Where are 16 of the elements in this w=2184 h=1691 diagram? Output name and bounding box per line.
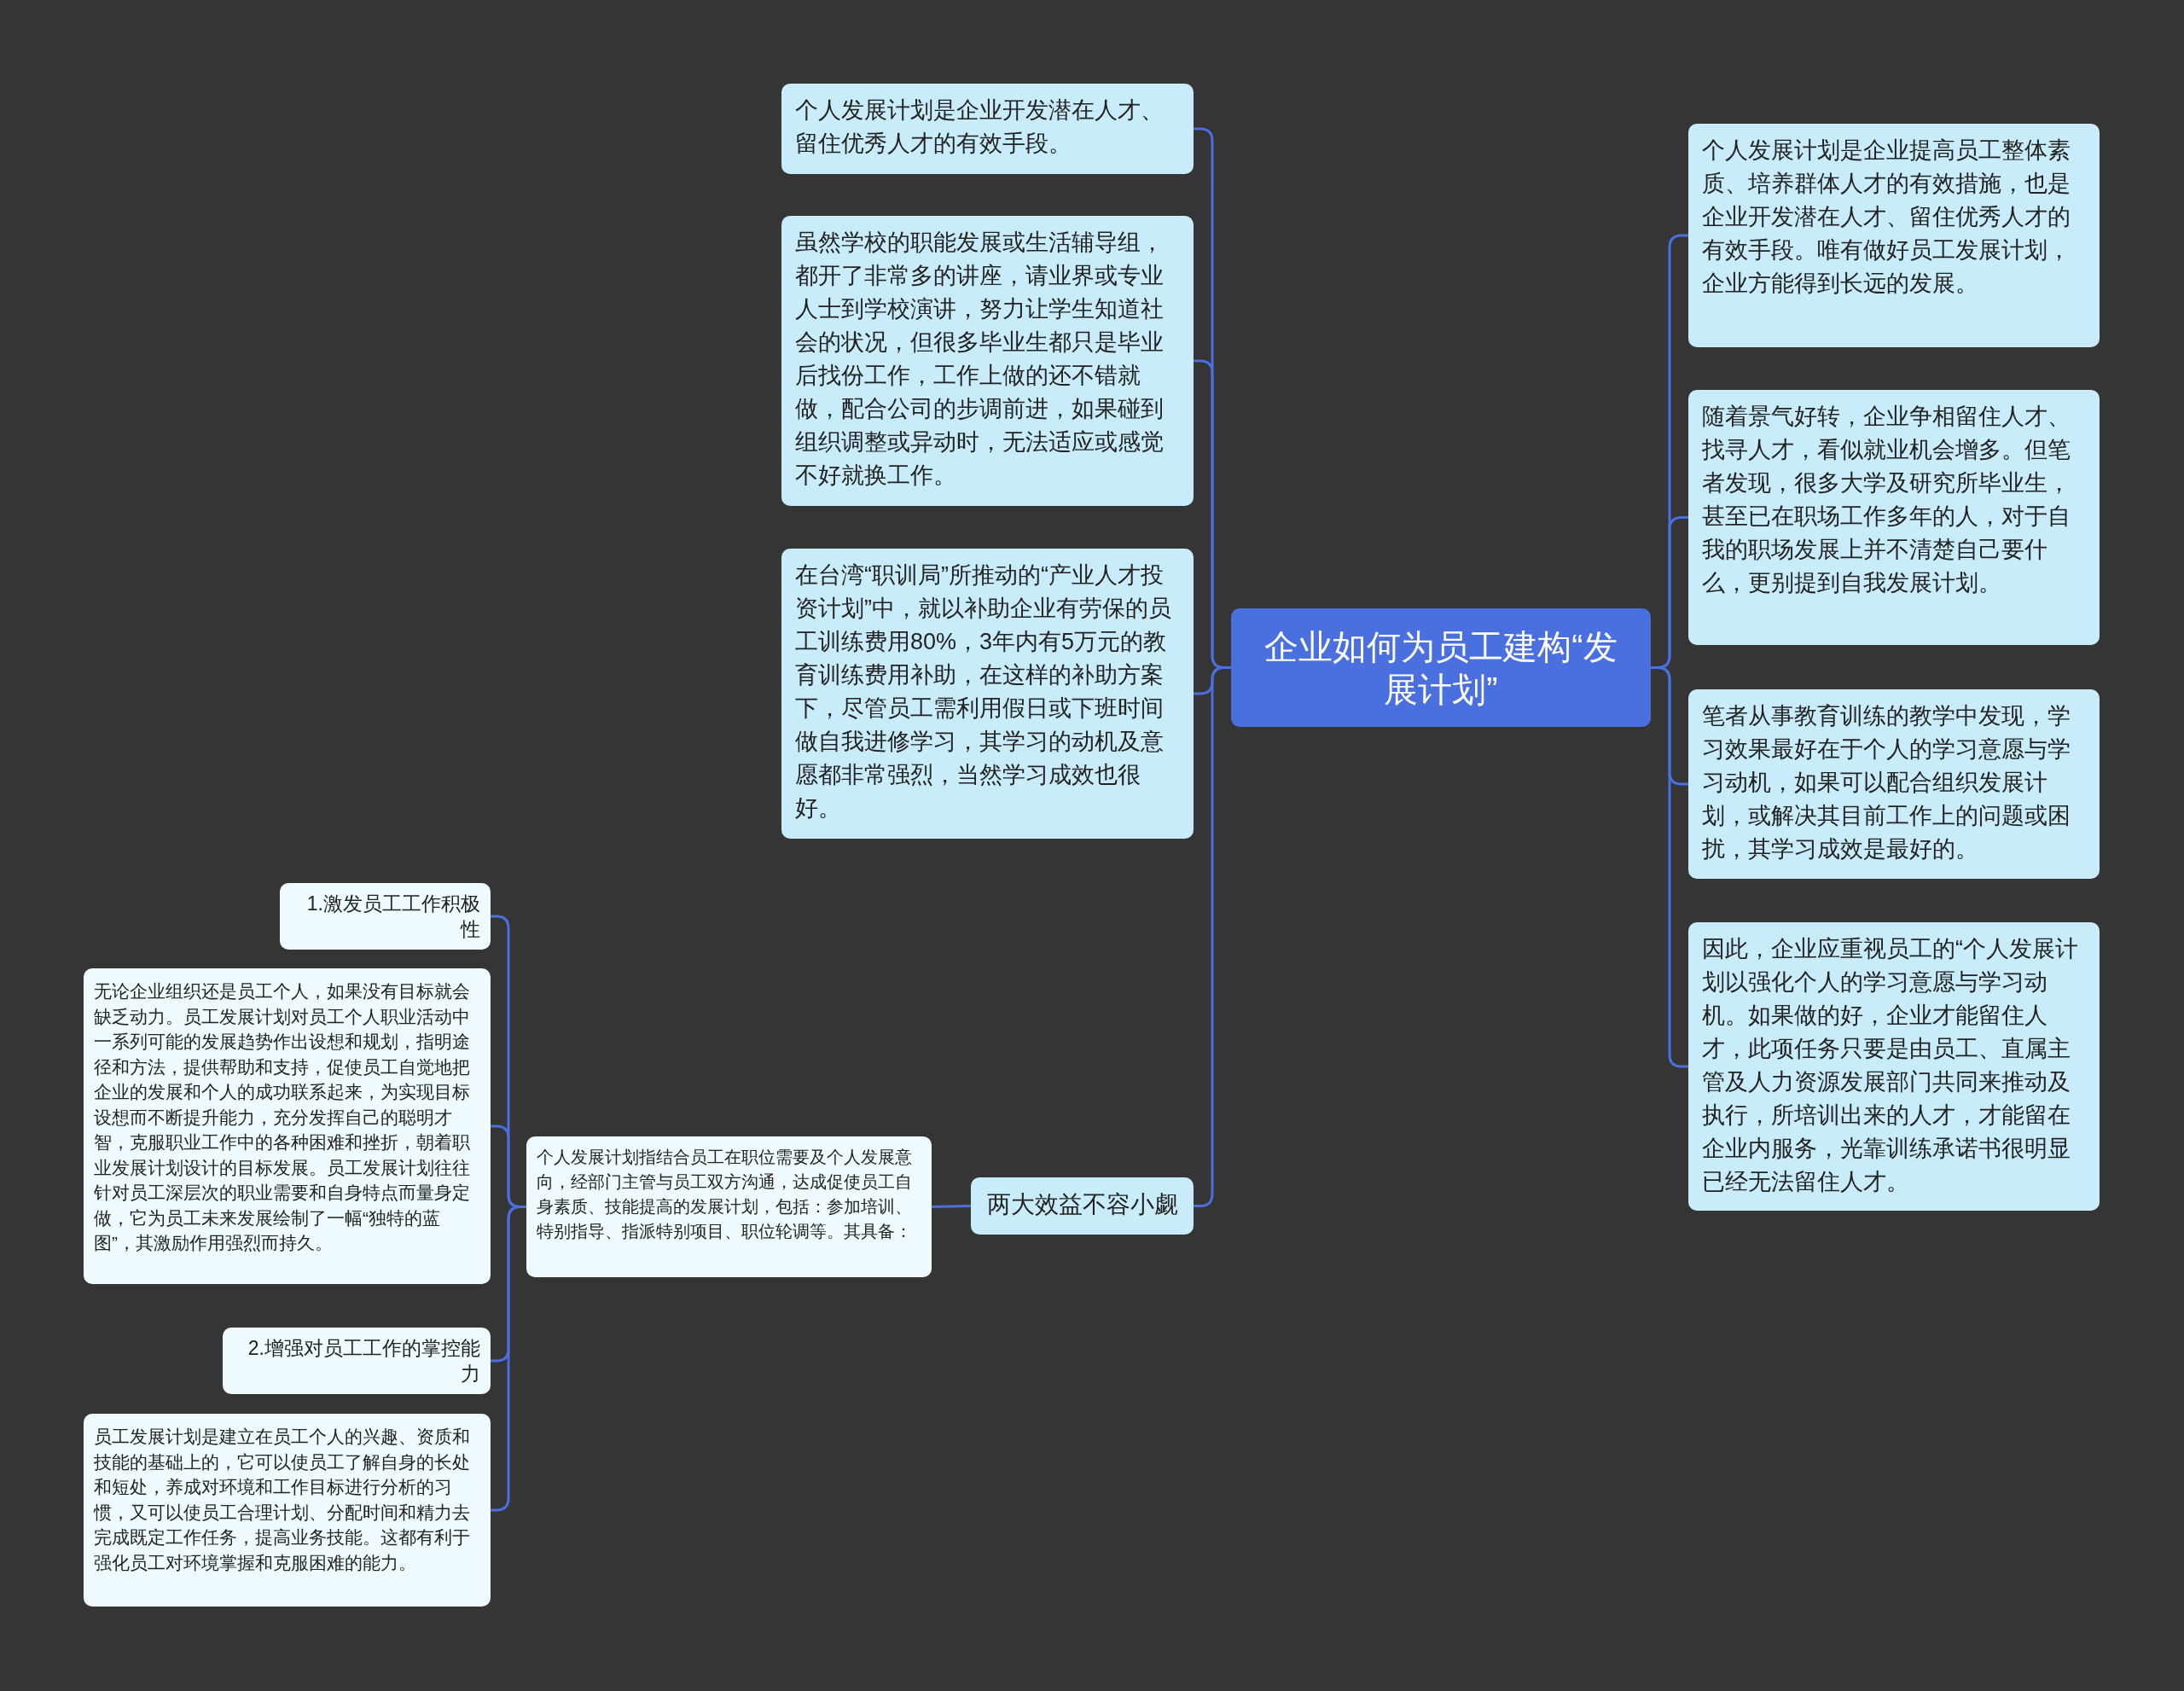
subtopic-box: 两大效益不容小觑 — [971, 1177, 1194, 1235]
topic-box: 在台湾“职训局”所推动的“产业人才投资计划”中，就以补助企业有劳保的员工训练费用80%，3年内有5万元的教育训练费用补助，在这样的补助方案下，尽管员工需利用假日或下班时间做自我进修学习，其学习的动机及意愿都非常强烈，当然学习成效也很好。 — [781, 549, 1194, 839]
topic-box: 个人发展计划指结合员工在职位需要及个人发展意向，经部门主管与员工双方沟通，达成促使员工自身素质、技能提高的发展计划，包括：参加培训、特别指导、指派特别项目、职位轮调等。其具备： — [526, 1136, 932, 1277]
subtopic-box: 1.激发员工工作积极性 — [280, 883, 491, 950]
topic-box: 员工发展计划是建立在员工个人的兴趣、资质和技能的基础上的，它可以使员工了解自身的长处和短处，养成对环境和工作目标进行分析的习惯，又可以使员工合理计划、分配时间和精力去完成既定工作任务，提高业务技能。这都有利于强化员工对环境掌握和克服困难的能力。 — [84, 1414, 491, 1607]
connector-line — [1651, 666, 1688, 1068]
topic-box: 个人发展计划是企业提高员工整体素质、培养群体人才的有效措施，也是企业开发潜在人才、留住优秀人才的有效手段。唯有做好员工发展计划，企业方能得到长远的发展。 — [1688, 124, 2100, 347]
topic-box: 笔者从事教育训练的教学中发现，学习效果最好在于个人的学习意愿与学习动机，如果可以配合组织发展计划，或解决其目前工作上的问题或困扰，其学习成效是最好的。 — [1688, 689, 2100, 879]
topic-box: 个人发展计划是企业开发潜在人才、留住优秀人才的有效手段。 — [781, 84, 1194, 174]
central-topic-box: 企业如何为员工建构“发展计划” — [1231, 608, 1651, 727]
topic-box: 无论企业组织还是员工个人，如果没有目标就会缺乏动力。员工发展计划对员工个人职业活动中一系列可能的发展趋势作出设想和规划，指明途径和方法，提供帮助和支持，促使员工自觉地把企业的发展和个人的成功联系起来，为实现目标设想而不断提升能力，充分发挥自己的聪明才智，克服职业工作中的各种困难和挫折，朝着职业发展计划设计的目标发展。员工发展计划往往针对员工深层次的职业需要和自身特点而量身定做，它为员工未来发展绘制了一幅“独特的蓝图”，其激励作用强烈而持久。 — [84, 968, 491, 1284]
topic-box: 随着景气好转，企业争相留住人才、找寻人才，看似就业机会增多。但笔者发现，很多大学及研究所毕业生，甚至已在职场工作多年的人，对于自我的职场发展上并不清楚自己要什么，更别提到自我发展计划。 — [1688, 390, 2100, 645]
connector-line — [931, 1205, 972, 1208]
topic-box: 因此，企业应重视员工的“个人发展计划以强化个人的学习意愿与学习动机。如果做的好，企业才能留住人才，此项任务只要是由员工、直属主管及人力资源发展部门共同来推动及执行，所培训出来的人才，才能留在企业内服务，光靠训练承诺书很明显已经无法留住人才。 — [1688, 922, 2100, 1211]
topic-box: 虽然学校的职能发展或生活辅导组，都开了非常多的讲座，请业界或专业人士到学校演讲，努力让学生知道社会的状况，但很多毕业生都只是毕业后找份工作，工作上做的还不错就做，配合公司的步调前进，如果碰到组织调整或异动时，无法适应或感觉不好就换工作。 — [781, 216, 1194, 506]
subtopic-box: 2.增强对员工工作的掌控能力 — [223, 1328, 491, 1394]
